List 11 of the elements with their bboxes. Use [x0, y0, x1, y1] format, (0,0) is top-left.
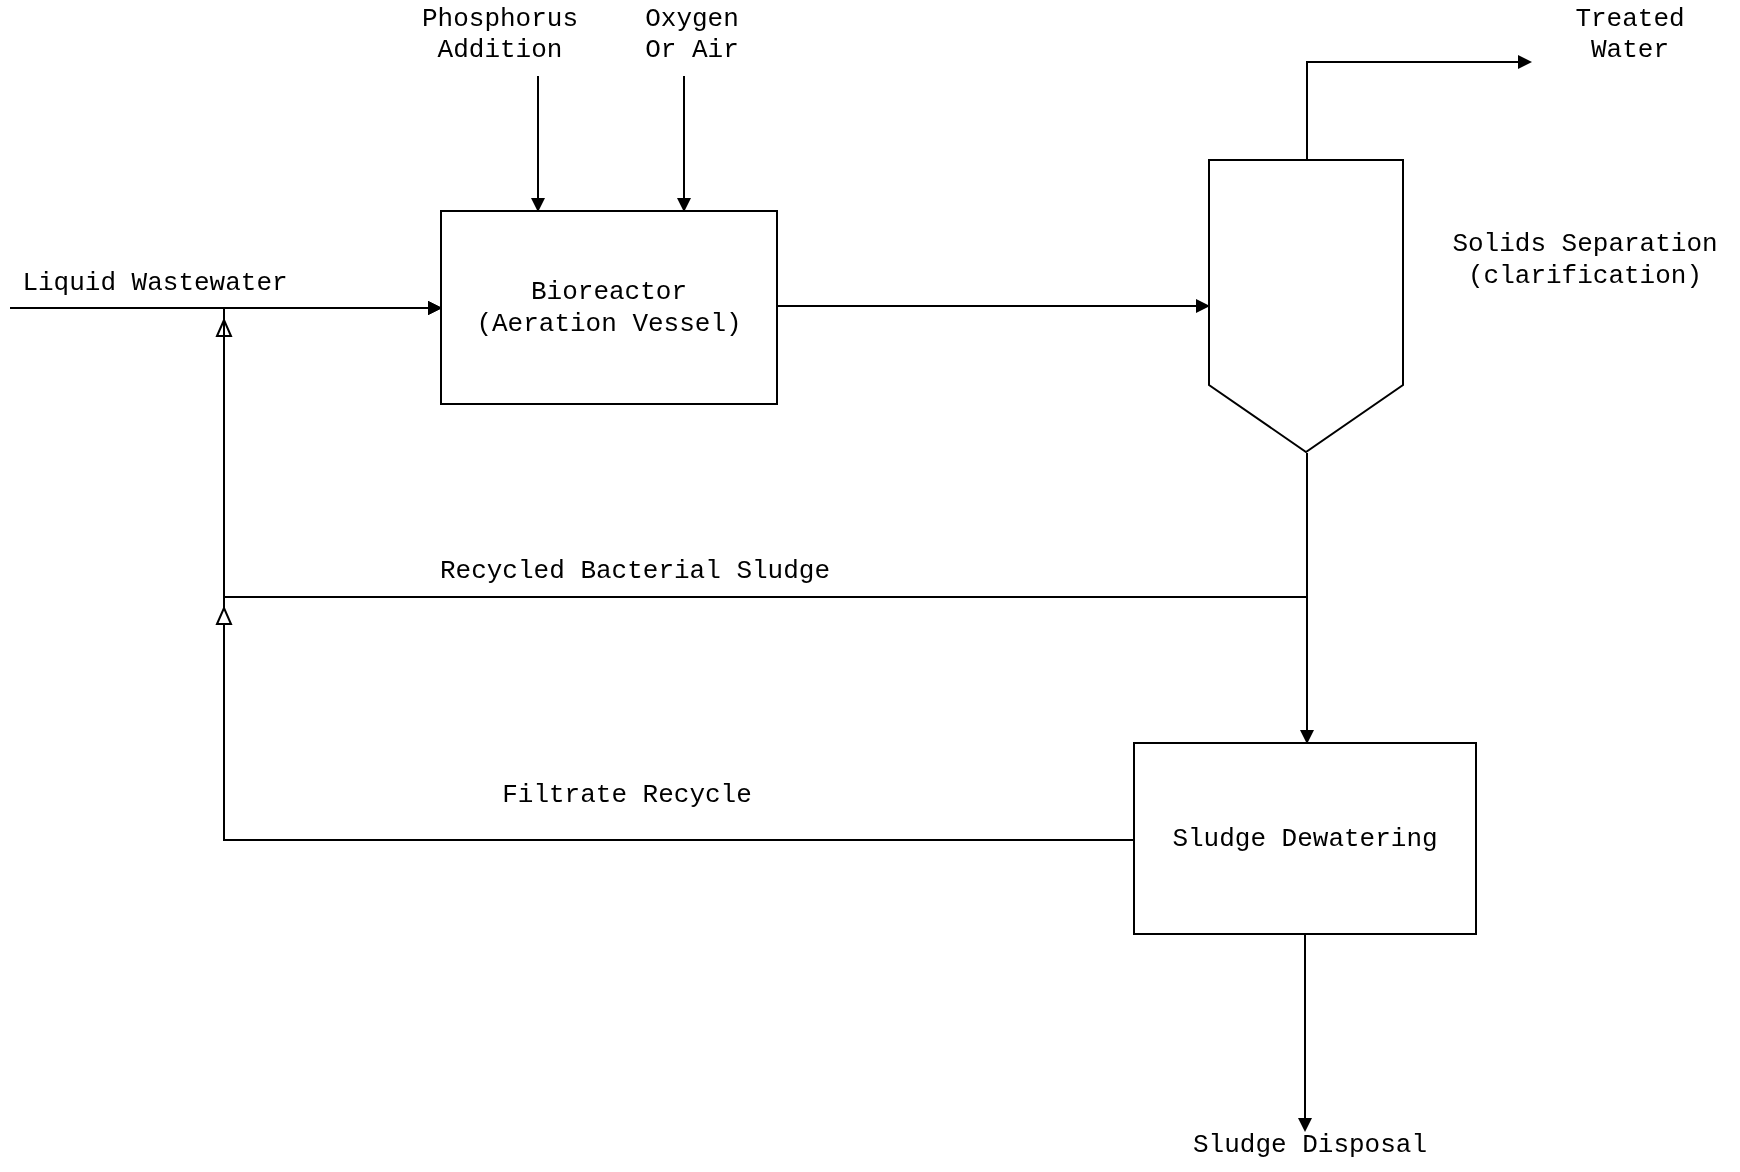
- stream-label: Treated Water: [1530, 4, 1730, 76]
- stream-label: Oxygen Or Air: [622, 4, 762, 76]
- stream-label: Liquid Wastewater: [10, 268, 300, 308]
- stream-label: Phosphorus Addition: [410, 4, 590, 76]
- stream-label: Sludge Disposal: [1170, 1130, 1450, 1168]
- process-box: Bioreactor (Aeration Vessel): [440, 210, 778, 405]
- edge-label: Filtrate Recycle: [502, 782, 752, 808]
- edge-label: Recycled Bacterial Sludge: [439, 558, 831, 584]
- process-caption: Solids Separation (clarification): [1451, 228, 1719, 292]
- clarifier-tank: [1208, 159, 1404, 453]
- process-box: Sludge Dewatering: [1133, 742, 1477, 935]
